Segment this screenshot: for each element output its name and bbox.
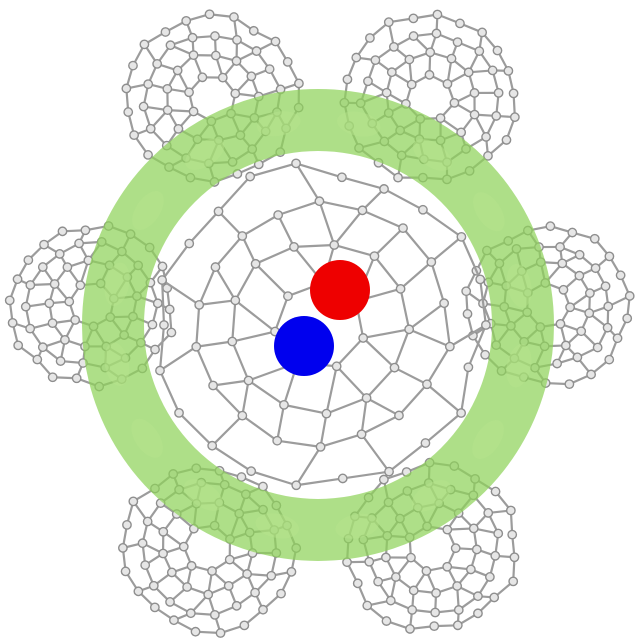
ring-highlight — [506, 344, 532, 388]
central-atom-pair — [274, 260, 370, 376]
ring-highlight — [184, 479, 223, 511]
ring-highlight — [131, 418, 163, 458]
ring-highlight — [472, 420, 504, 459]
green-ring — [82, 89, 554, 561]
blue-atom — [274, 316, 334, 376]
ring-highlight — [411, 480, 451, 512]
ring-highlight — [335, 513, 379, 539]
ring-highlight — [257, 111, 301, 137]
ring-highlight — [104, 262, 130, 306]
ring-highlight — [506, 264, 532, 308]
ring-highlight — [337, 111, 381, 137]
ring-highlight — [255, 513, 299, 539]
ring-highlight — [104, 342, 130, 386]
ring-highlight — [413, 139, 452, 171]
green-ring-layer — [82, 89, 554, 561]
red-atom — [310, 260, 370, 320]
ring-highlight — [473, 192, 505, 232]
ring-highlight — [185, 138, 225, 170]
ring-highlight — [132, 191, 164, 230]
